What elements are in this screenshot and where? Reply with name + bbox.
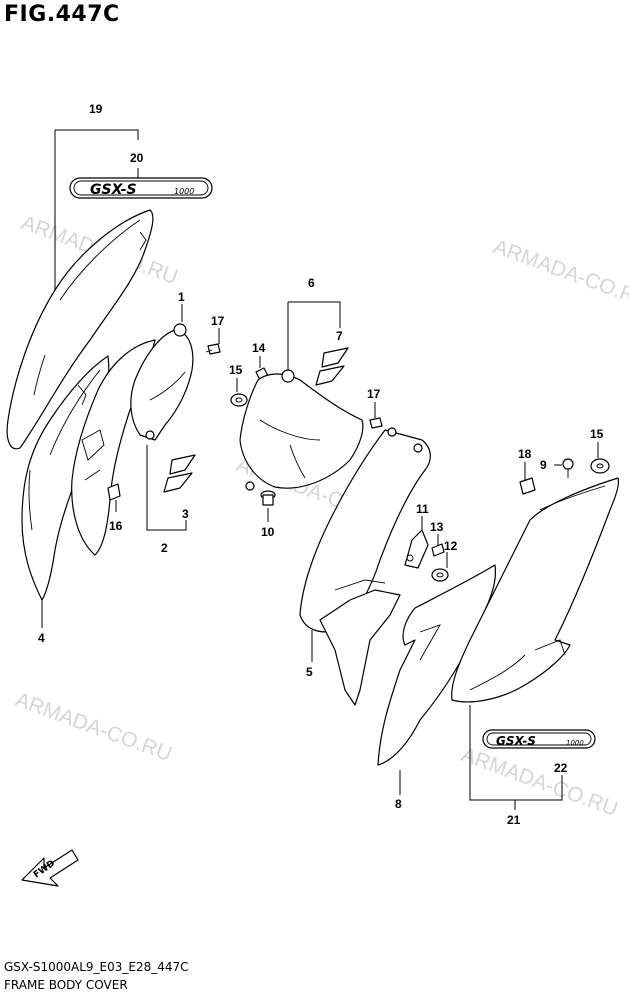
callout-22: 22 [554,761,568,775]
side-cowl-upper [6,209,154,450]
callout-17-right: 17 [367,387,381,401]
leader-lines [41,129,599,810]
callout-18: 18 [518,447,532,461]
callout-19: 19 [89,102,103,116]
callout-16: 16 [109,519,123,533]
figure-title: FIG.447C [4,2,120,27]
model-code: GSX-S1000AL9_E03_E28_447C [4,960,189,974]
callout-12: 12 [444,539,458,553]
emblem-decal-lower: GSX-S 1000 [482,729,596,749]
callout-11: 11 [416,502,429,516]
grommet-16 [107,483,121,501]
emblem-small-text: 1000 [566,739,584,747]
callout-15-right: 15 [590,427,604,441]
callout-3: 3 [182,507,189,521]
clip-18 [519,477,536,495]
side-cover-right-21 [451,477,620,703]
callout-2: 2 [161,541,168,555]
grommet-15-right [590,458,610,474]
center-cover-panel [239,369,364,491]
emblem-decal-upper: GSX-S 1000 [69,177,213,199]
bolt-13 [431,543,445,557]
grommet-15-left [230,393,248,407]
watermark: ARMADA-CO.RU [458,743,620,821]
cover-panel-left [130,323,194,441]
callout-17-left: 17 [211,314,225,328]
bolt-9 [562,458,574,478]
callout-10: 10 [261,525,275,539]
callout-5: 5 [306,665,313,679]
emblem-small-text: 1000 [174,187,194,196]
bracket-11 [404,529,429,569]
watermark: ARMADA-CO.RU [12,688,174,766]
callout-7: 7 [336,329,343,343]
emblem-text: GSX-S [496,734,536,748]
callout-4: 4 [38,631,45,645]
callout-14: 14 [252,341,266,355]
callout-1: 1 [178,290,185,304]
bolt-17-right [369,417,383,429]
callout-20: 20 [130,151,144,165]
callout-21: 21 [507,813,521,827]
frame-cover-5 [299,427,431,706]
grommet-12 [431,568,449,582]
section-name: FRAME BODY COVER [4,978,128,992]
callout-6: 6 [308,276,315,290]
callout-15-left: 15 [229,363,243,377]
fwd-arrow-icon: FWD [21,849,79,887]
suzuki-s-emblem-left [163,454,196,493]
callout-9: 9 [540,458,547,472]
screw-10 [260,490,276,506]
suzuki-s-emblem-right [315,347,349,386]
emblem-text: GSX-S [90,182,137,198]
callout-8: 8 [395,797,402,811]
callout-13: 13 [430,520,444,534]
watermark: ARMADA-CO.RU [490,235,629,313]
bolt-17-left [205,343,221,355]
